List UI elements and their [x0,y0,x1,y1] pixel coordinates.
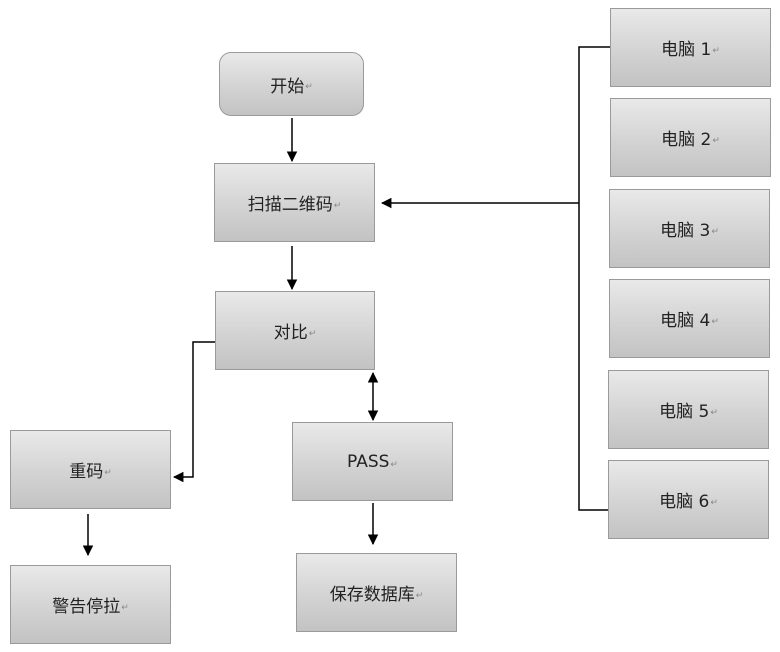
node-pc-6: 电脑 6↵ [608,460,769,539]
paragraph-mark-icon: ↵ [121,602,129,613]
node-pc-5: 电脑 5↵ [608,370,769,449]
paragraph-mark-icon: ↵ [711,316,719,327]
node-start: 开始↵ [219,52,364,116]
paragraph-mark-icon: ↵ [333,200,342,211]
node-pc-1: 电脑 1↵ [610,8,771,87]
node-duplicate: 重码↵ [10,430,171,509]
paragraph-mark-icon: ↵ [710,407,718,418]
paragraph-mark-icon: ↵ [104,467,112,478]
paragraph-mark-icon: ↵ [710,497,718,508]
node-save-database: 保存数据库↵ [296,553,457,632]
node-pc-2: 电脑 2↵ [610,98,771,177]
pc-bus-line [578,46,610,511]
paragraph-mark-icon: ↵ [711,226,719,237]
node-pass: PASS↵ [292,422,453,501]
node-scan-qr: 扫描二维码↵ [214,163,375,242]
paragraph-mark-icon: ↵ [415,590,424,601]
arrow-compare-to-duplicate [172,341,215,483]
paragraph-mark-icon: ↵ [308,328,317,339]
node-compare: 对比↵ [215,291,375,370]
paragraph-mark-icon: ↵ [390,459,398,470]
node-pc-4: 电脑 4↵ [609,279,770,358]
paragraph-mark-icon: ↵ [712,135,720,146]
node-alarm-stop: 警告停拉↵ [10,565,171,644]
paragraph-mark-icon: ↵ [305,82,313,92]
paragraph-mark-icon: ↵ [712,45,720,56]
node-pc-3: 电脑 3↵ [609,189,770,268]
